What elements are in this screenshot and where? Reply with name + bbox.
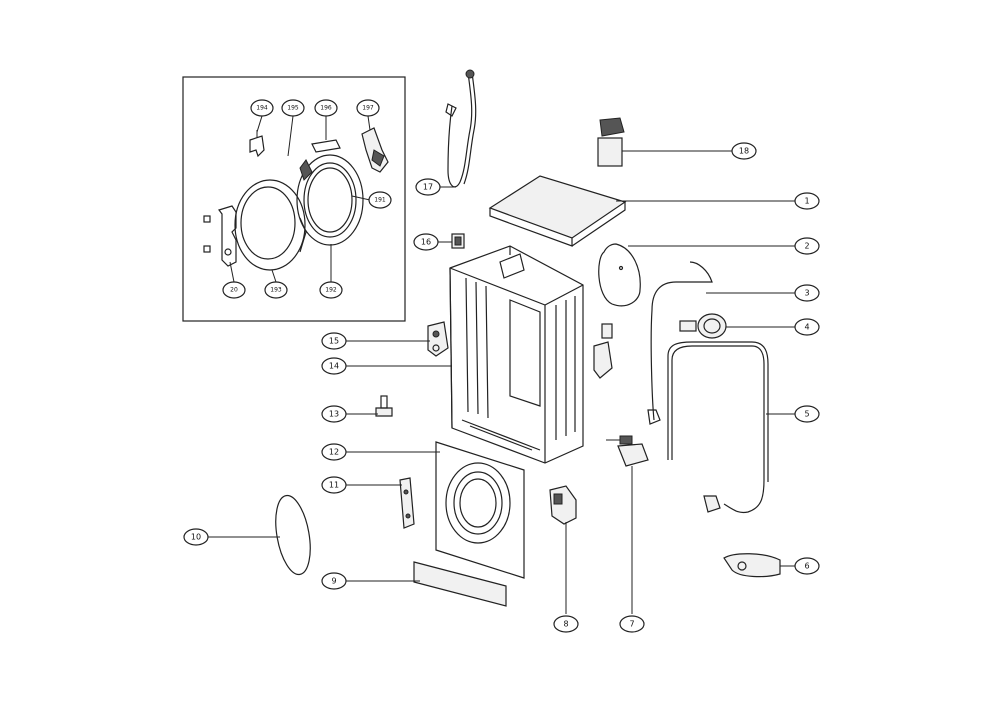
callout-15: 15 <box>321 332 347 350</box>
callout-label-15: 15 <box>329 337 339 346</box>
callout-12: 12 <box>321 443 347 461</box>
hose-clamp <box>723 553 781 578</box>
callout-label-193: 193 <box>270 287 282 294</box>
kickplate <box>413 561 507 607</box>
callout-6: 6 <box>794 557 820 575</box>
callout-label-14: 14 <box>329 362 339 371</box>
callout-20: 20 <box>222 281 246 299</box>
callout-label-191: 191 <box>374 197 386 204</box>
callout-4: 4 <box>794 318 820 336</box>
hose-clip-16 <box>451 233 465 249</box>
callout-label-8: 8 <box>563 620 568 629</box>
door-glass-bowl <box>234 179 307 271</box>
door-assembly-inset-frame <box>182 76 406 322</box>
callout-label-2: 2 <box>804 242 809 251</box>
leader-194 <box>256 115 263 133</box>
callout-label-196: 196 <box>320 105 332 112</box>
callout-label-20: 20 <box>230 287 238 294</box>
leader-191 <box>351 195 371 201</box>
callout-7: 7 <box>619 615 645 633</box>
callout-label-12: 12 <box>329 448 339 457</box>
callout-label-195: 195 <box>287 105 299 112</box>
callout-192: 192 <box>319 281 343 299</box>
top-cover <box>488 175 627 247</box>
door-frame-ring <box>296 154 364 246</box>
water-valve <box>606 435 649 467</box>
callout-8: 8 <box>553 615 579 633</box>
drain-hose-loop <box>598 243 641 307</box>
callout-label-10: 10 <box>191 533 201 542</box>
callout-label-16: 16 <box>421 238 431 247</box>
leader-195 <box>287 115 294 157</box>
callout-label-3: 3 <box>804 289 809 298</box>
callout-label-5: 5 <box>804 410 809 419</box>
drain-hose <box>667 341 769 514</box>
callout-label-192: 192 <box>325 287 337 294</box>
callout-5: 5 <box>794 405 820 423</box>
callout-label-9: 9 <box>331 577 336 586</box>
power-filter-part <box>597 117 625 167</box>
callout-9: 9 <box>321 572 347 590</box>
front-panel <box>435 441 525 579</box>
door-lock <box>549 485 577 525</box>
callout-193: 193 <box>264 281 288 299</box>
callout-196: 196 <box>314 99 338 117</box>
callout-18: 18 <box>731 142 757 160</box>
drain-pump <box>679 313 727 339</box>
callout-label-6: 6 <box>804 562 809 571</box>
door-latch-hook-part <box>249 130 265 158</box>
callout-11: 11 <box>321 476 347 494</box>
callout-label-11: 11 <box>329 481 339 490</box>
cabinet-body <box>449 245 584 464</box>
callout-1: 1 <box>794 192 820 210</box>
callout-194: 194 <box>250 99 274 117</box>
leader-193 <box>271 269 277 283</box>
callout-17: 17 <box>415 178 441 196</box>
callout-10: 10 <box>183 528 209 546</box>
callout-16: 16 <box>413 233 439 251</box>
callout-label-4: 4 <box>804 323 809 332</box>
callout-label-7: 7 <box>629 620 634 629</box>
leader-20 <box>229 261 235 283</box>
leader-197 <box>367 115 371 131</box>
callout-label-197: 197 <box>362 105 374 112</box>
callout-195: 195 <box>281 99 305 117</box>
callout-label-1: 1 <box>804 197 809 206</box>
callout-3: 3 <box>794 284 820 302</box>
hinge-bracket-11 <box>399 477 415 529</box>
dispenser-bracket-15 <box>427 321 449 357</box>
callout-label-18: 18 <box>739 147 749 156</box>
callout-197: 197 <box>356 99 380 117</box>
callout-2: 2 <box>794 237 820 255</box>
wire-harness <box>647 261 713 425</box>
dispenser-bracket-right <box>593 323 613 379</box>
callout-label-13: 13 <box>329 410 339 419</box>
inlet-hose <box>445 69 477 188</box>
callout-14: 14 <box>321 357 347 375</box>
callout-13: 13 <box>321 405 347 423</box>
door-handle-part <box>361 127 389 173</box>
door-hinge-part <box>203 205 237 267</box>
callout-191: 191 <box>368 191 392 209</box>
service-panel <box>275 494 311 576</box>
callout-label-194: 194 <box>256 105 268 112</box>
callout-label-17: 17 <box>423 183 433 192</box>
door-seal-strip-part <box>311 139 341 153</box>
leveling-foot <box>375 395 393 417</box>
